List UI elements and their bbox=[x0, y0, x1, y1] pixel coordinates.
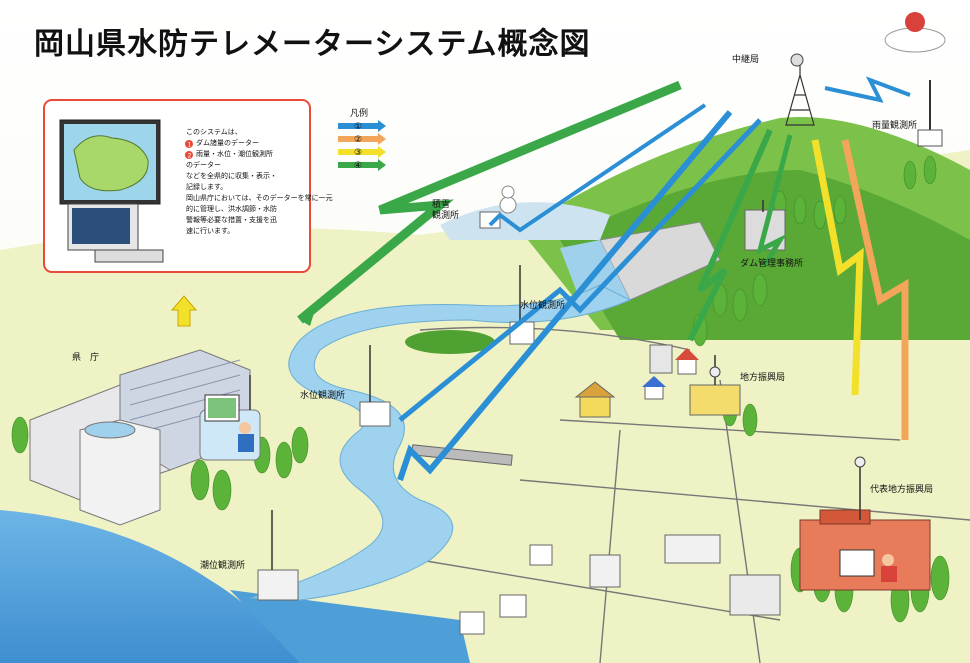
legend-item: ③ bbox=[338, 146, 386, 158]
signal-bolt-blue-2 bbox=[398, 118, 762, 422]
label-relay-station: 中継局 bbox=[732, 53, 759, 65]
riverside-woods bbox=[405, 330, 495, 354]
label-dam-office: ダム管理事務所 bbox=[740, 257, 803, 269]
legend-number: ① bbox=[354, 122, 362, 132]
legend-number: ② bbox=[354, 135, 362, 145]
legend-arrow-icon bbox=[338, 159, 386, 171]
info-line: 岡山県庁においては、そのデーターを常に一元 bbox=[186, 193, 333, 202]
signal-bolt-green-1 bbox=[297, 80, 682, 324]
info-line: のデーター bbox=[186, 160, 221, 169]
relay-dish bbox=[790, 53, 804, 67]
info-line: などを全県的に収集・表示・ bbox=[186, 171, 277, 180]
label-rep-regional-office: 代表地方振興局 bbox=[870, 483, 933, 495]
roads bbox=[419, 326, 970, 663]
antennas bbox=[249, 200, 861, 570]
signal-bolt-blue-3 bbox=[488, 103, 707, 233]
rain-station-house bbox=[917, 129, 943, 147]
regional-dish bbox=[709, 366, 721, 378]
info-line: 雨量・水位・潮位観測所 bbox=[196, 149, 273, 158]
hill-mid bbox=[560, 170, 970, 340]
info-box-text: このシステムは、ダム諸量のデーター雨量・水位・潮位観測所のデーターなどを全県的に… bbox=[186, 128, 333, 235]
legend: 凡例 ① ② ③ ④ bbox=[338, 107, 386, 171]
up-arrow-icon bbox=[170, 295, 198, 327]
legend-item: ④ bbox=[338, 159, 386, 171]
label-water-station-mid: 水位観測所 bbox=[300, 389, 345, 401]
signal-bolt-green-2 bbox=[687, 128, 773, 342]
info-marker-1 bbox=[185, 140, 193, 148]
info-marker-2-text: 2 bbox=[188, 153, 192, 160]
rep-regional-dish bbox=[854, 456, 866, 468]
label-water-station-upper: 水位観測所 bbox=[520, 299, 565, 311]
page-title: 岡山県水防テレメーターシステム概念図 bbox=[34, 27, 591, 62]
info-marker-1-text: 1 bbox=[188, 142, 192, 149]
label-regional-office: 地方振興局 bbox=[740, 371, 785, 383]
label-rain-station: 雨量観測所 bbox=[872, 119, 917, 131]
info-line: ダム諸量のデーター bbox=[196, 138, 259, 147]
signal-bolt-yellow bbox=[811, 139, 864, 396]
label-tide-station: 潮位観測所 bbox=[200, 559, 245, 571]
legend-item: ② bbox=[338, 133, 386, 145]
info-box bbox=[43, 99, 311, 273]
legend-arrow-icon bbox=[338, 146, 386, 158]
info-line: 記録します。 bbox=[186, 182, 227, 191]
river bbox=[249, 284, 632, 601]
legend-number: ③ bbox=[354, 148, 362, 158]
legend-arrow-icon bbox=[338, 133, 386, 145]
signal-bolt-blue-relay bbox=[824, 76, 911, 103]
sea bbox=[0, 510, 300, 663]
legend-item: ① bbox=[338, 120, 386, 132]
info-marker-2 bbox=[185, 151, 193, 159]
thunder-character bbox=[905, 12, 925, 32]
snowman bbox=[499, 196, 517, 214]
info-line: 的に管理し、洪水調節・水防 bbox=[186, 204, 277, 213]
label-snow-station-line1: 積雪 bbox=[432, 198, 450, 210]
signal-bolt-green-3 bbox=[756, 134, 793, 267]
signal-bolts bbox=[297, 76, 911, 481]
harbor-water bbox=[230, 590, 470, 663]
info-line: 警報等必要な措置・支援を迅 bbox=[186, 215, 277, 224]
legend-number: ④ bbox=[354, 161, 362, 171]
signal-bolt-orange bbox=[841, 139, 909, 440]
label-snow-station-line2: 観測所 bbox=[432, 209, 459, 221]
legend-heading: 凡例 bbox=[350, 107, 368, 119]
relay-tower bbox=[785, 60, 815, 126]
label-prefecture-office: 県 庁 bbox=[72, 351, 99, 363]
info-line: このシステムは、 bbox=[186, 128, 242, 136]
signal-bolt-blue-1 bbox=[397, 110, 733, 481]
info-line: 速に行います。 bbox=[186, 226, 234, 235]
legend-arrow-icon bbox=[338, 120, 386, 132]
prefecture-office bbox=[29, 349, 261, 526]
